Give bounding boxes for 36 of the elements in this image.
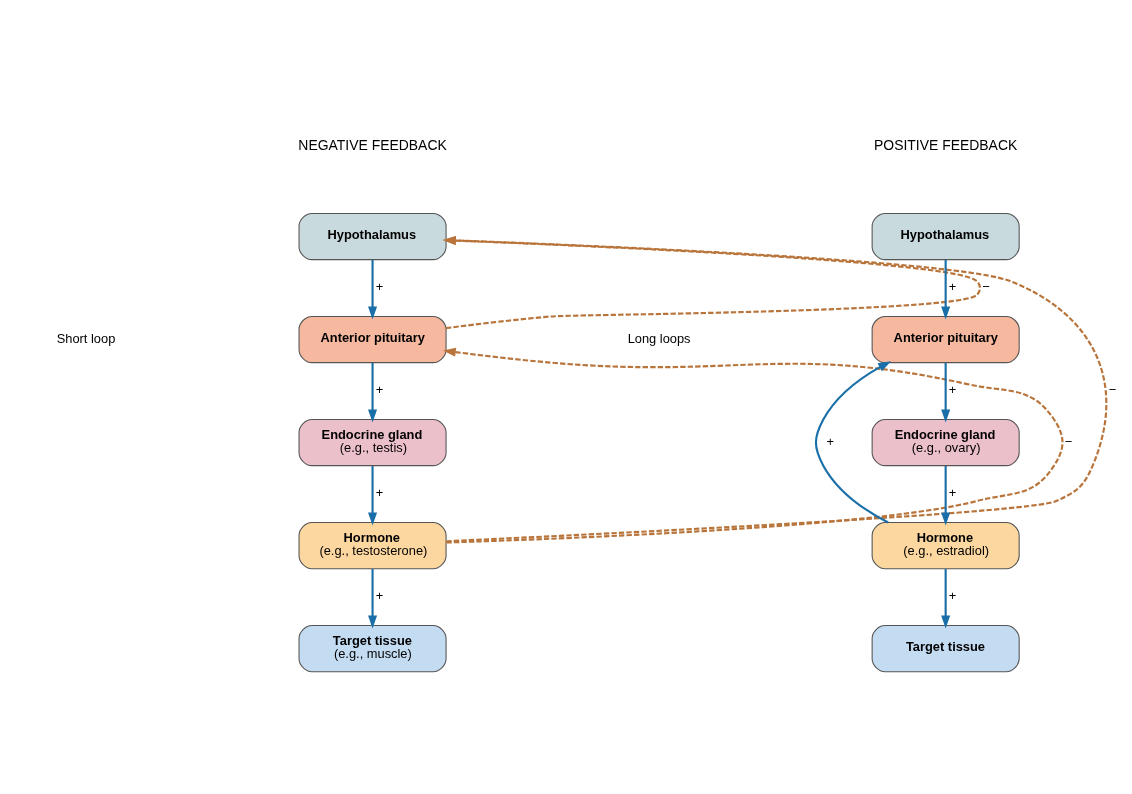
- edge-label: +: [826, 433, 835, 449]
- label: Short loop: [56, 330, 116, 346]
- node-box: Hypothalamus: [298, 212, 447, 260]
- node-box: Endocrine gland (e.g., ovary): [871, 418, 1020, 466]
- node-box: Anterior pituitary: [298, 315, 447, 363]
- arrow: [368, 465, 378, 525]
- node-box: Hormone (e.g., estradiol): [871, 521, 1020, 569]
- node-box: Target tissue (e.g., muscle): [298, 624, 447, 672]
- arrow: [368, 259, 378, 319]
- edge-label: +: [948, 381, 957, 397]
- label: Long loops: [627, 330, 691, 346]
- edge-label: +: [375, 381, 384, 397]
- arrow: [368, 362, 378, 422]
- edge-label: +: [948, 484, 957, 500]
- label: NEGATIVE FEEDBACK: [298, 136, 447, 153]
- edge-label: +: [375, 587, 384, 603]
- edge-label: −: [1108, 381, 1117, 397]
- arrow: [442, 347, 1064, 544]
- node-box: Hormone (e.g., testosterone): [298, 521, 447, 569]
- arrow: [814, 360, 892, 523]
- arrow: [368, 568, 378, 628]
- node-box: Endocrine gland (e.g., testis): [298, 418, 447, 466]
- arrow: [941, 259, 951, 319]
- arrow: [941, 465, 951, 525]
- arrow: [941, 568, 951, 628]
- edge-label: +: [375, 484, 384, 500]
- node-box: Anterior pituitary: [871, 315, 1020, 363]
- label: POSITIVE FEEDBACK: [874, 136, 1018, 153]
- edge-label: +: [948, 278, 957, 294]
- edge-label: +: [948, 587, 957, 603]
- edge-label: −: [1064, 433, 1073, 449]
- edge-label: +: [375, 278, 384, 294]
- edge-label: −: [982, 278, 990, 294]
- node-box: Target tissue: [871, 624, 1020, 672]
- node-box: Hypothalamus: [871, 212, 1020, 260]
- arrow: [941, 362, 951, 422]
